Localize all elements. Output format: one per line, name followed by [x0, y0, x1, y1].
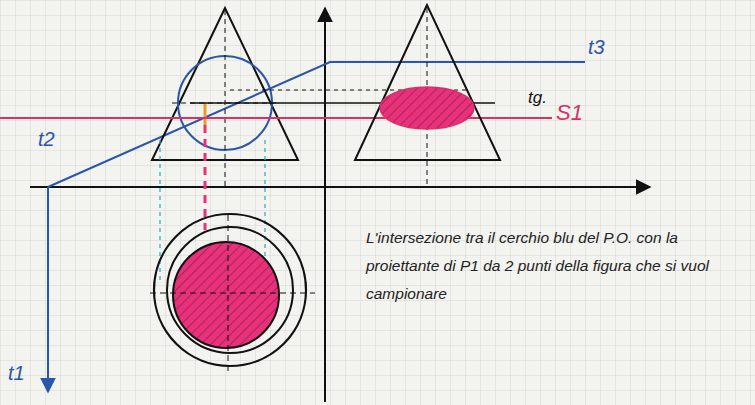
projection-line — [204, 103, 207, 125]
section-plan — [173, 242, 279, 348]
axis-line — [225, 10, 226, 187]
trace-label: t2 — [38, 128, 55, 151]
sphere-plan — [167, 227, 293, 353]
section-figure — [380, 87, 474, 129]
trace-label: S1 — [556, 100, 583, 126]
ground-line — [30, 186, 650, 188]
vertical-axis — [324, 8, 326, 402]
note-text: L'intersezione tra il cerchio blu del P.… — [366, 224, 746, 308]
trace-label: t1 — [8, 362, 25, 385]
axis-line — [228, 215, 229, 375]
projection-line — [204, 125, 207, 230]
trace-label: tg. — [528, 88, 547, 108]
plane-trace — [47, 187, 49, 392]
axis-line — [150, 293, 315, 294]
trace-label: t3 — [588, 36, 605, 59]
cone-base — [154, 214, 306, 366]
plane-trace — [48, 62, 585, 187]
